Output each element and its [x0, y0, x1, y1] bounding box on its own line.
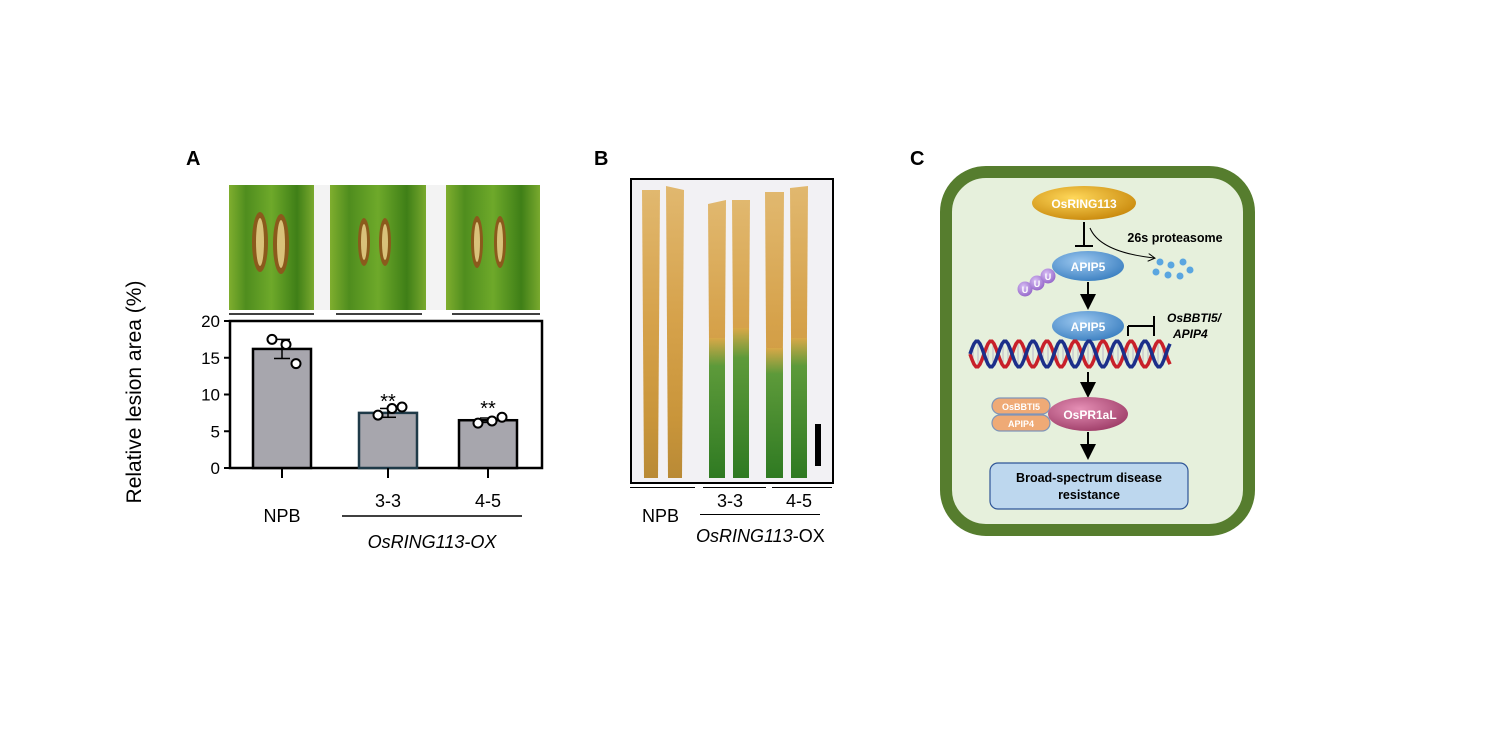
bar-4-5: [457, 418, 519, 470]
y-tick-label: 0: [211, 459, 220, 478]
bar-3-3: [357, 411, 419, 470]
npb-underline: [630, 487, 695, 488]
panel-a-letter: A: [186, 148, 201, 170]
data-point: [486, 415, 498, 427]
scale-bar: [815, 424, 821, 466]
osbbti5-node: [991, 397, 1051, 415]
apip5-node-bottom: [1052, 311, 1124, 341]
ubiquitin-chain: U U U: [1017, 268, 1056, 297]
group-label-italic: OsRING113: [696, 526, 793, 546]
dna-helix: [968, 339, 1172, 369]
ubiquitin-3: U: [1045, 272, 1052, 282]
apip5-label-bottom: APIP5: [1071, 320, 1106, 334]
bar-NPB: [251, 347, 313, 470]
panel-b-label-3-3: 3-3: [717, 491, 744, 511]
group-label-suffix: -OX: [792, 526, 825, 546]
osring113-node: [1032, 186, 1136, 220]
y-axis-label: Relative lesion area (%): [123, 280, 146, 504]
pathway-diagram: OsRING113 26s proteasome APIP5 U U U API…: [940, 166, 1255, 536]
group-label-a: OsRING113-OX: [368, 532, 498, 552]
data-point: [290, 358, 302, 370]
3-3-underline: [703, 487, 766, 488]
outcome-line2: resistance: [1058, 488, 1120, 502]
dna-strand-blue: [968, 339, 1172, 369]
target-genes-line2: APIP4: [1172, 327, 1208, 341]
target-genes-line1: OsBBTI5/: [1167, 311, 1223, 325]
apip4-label: APIP4: [1008, 419, 1034, 429]
y-tick-label: 20: [201, 312, 220, 331]
data-point: [386, 402, 398, 414]
significance-mark: **: [480, 398, 496, 420]
group-underline-b: [700, 514, 820, 515]
apip4-node: [991, 414, 1051, 432]
data-point: [372, 409, 384, 421]
x-label-NPB: NPB: [263, 506, 300, 526]
apip5-node-top: [1052, 251, 1124, 281]
osbbti5-label: OsBBTI5: [1002, 402, 1040, 412]
x-label-4-5: 4-5: [475, 491, 501, 511]
data-point: [396, 401, 408, 413]
panel-b-group-label: OsRING113-OX: [696, 526, 825, 547]
y-tick-label: 10: [201, 386, 220, 405]
x-label-3-3: 3-3: [375, 491, 401, 511]
outcome-line1: Broad-spectrum disease: [1016, 471, 1162, 485]
ospr1al-node: [1048, 397, 1128, 431]
data-point: [472, 417, 484, 429]
4-5-underline: [772, 487, 832, 488]
leaf-photo-npb: [229, 185, 314, 310]
dna-strand-red: [968, 339, 1172, 369]
ospr1al-label: OsPR1aL: [1063, 408, 1116, 422]
panel-b-label-4-5: 4-5: [786, 491, 813, 511]
panel-b-letter: B: [594, 148, 609, 170]
leaf-photo-4-5: [446, 185, 540, 310]
data-point: [266, 333, 278, 345]
y-tick-label: 5: [211, 422, 220, 441]
data-point: [496, 411, 508, 423]
degraded-peptides: [1152, 258, 1194, 280]
apip5-label-top: APIP5: [1071, 260, 1106, 274]
proteasome-label: 26s proteasome: [1127, 231, 1222, 245]
panel-b-label-npb: NPB: [642, 506, 680, 526]
outcome-box: [989, 462, 1189, 510]
y-tick-label: 15: [201, 349, 220, 368]
ubiquitin-2: U: [1034, 279, 1041, 289]
significance-mark: **: [380, 391, 396, 413]
ubiquitin-1: U: [1022, 285, 1029, 295]
panel-b-leaf-photo: [630, 178, 834, 484]
data-point: [280, 339, 292, 351]
panel-c-letter: C: [910, 148, 925, 170]
osring113-label: OsRING113: [1051, 197, 1117, 211]
leaf-photo-3-3: [330, 185, 426, 310]
